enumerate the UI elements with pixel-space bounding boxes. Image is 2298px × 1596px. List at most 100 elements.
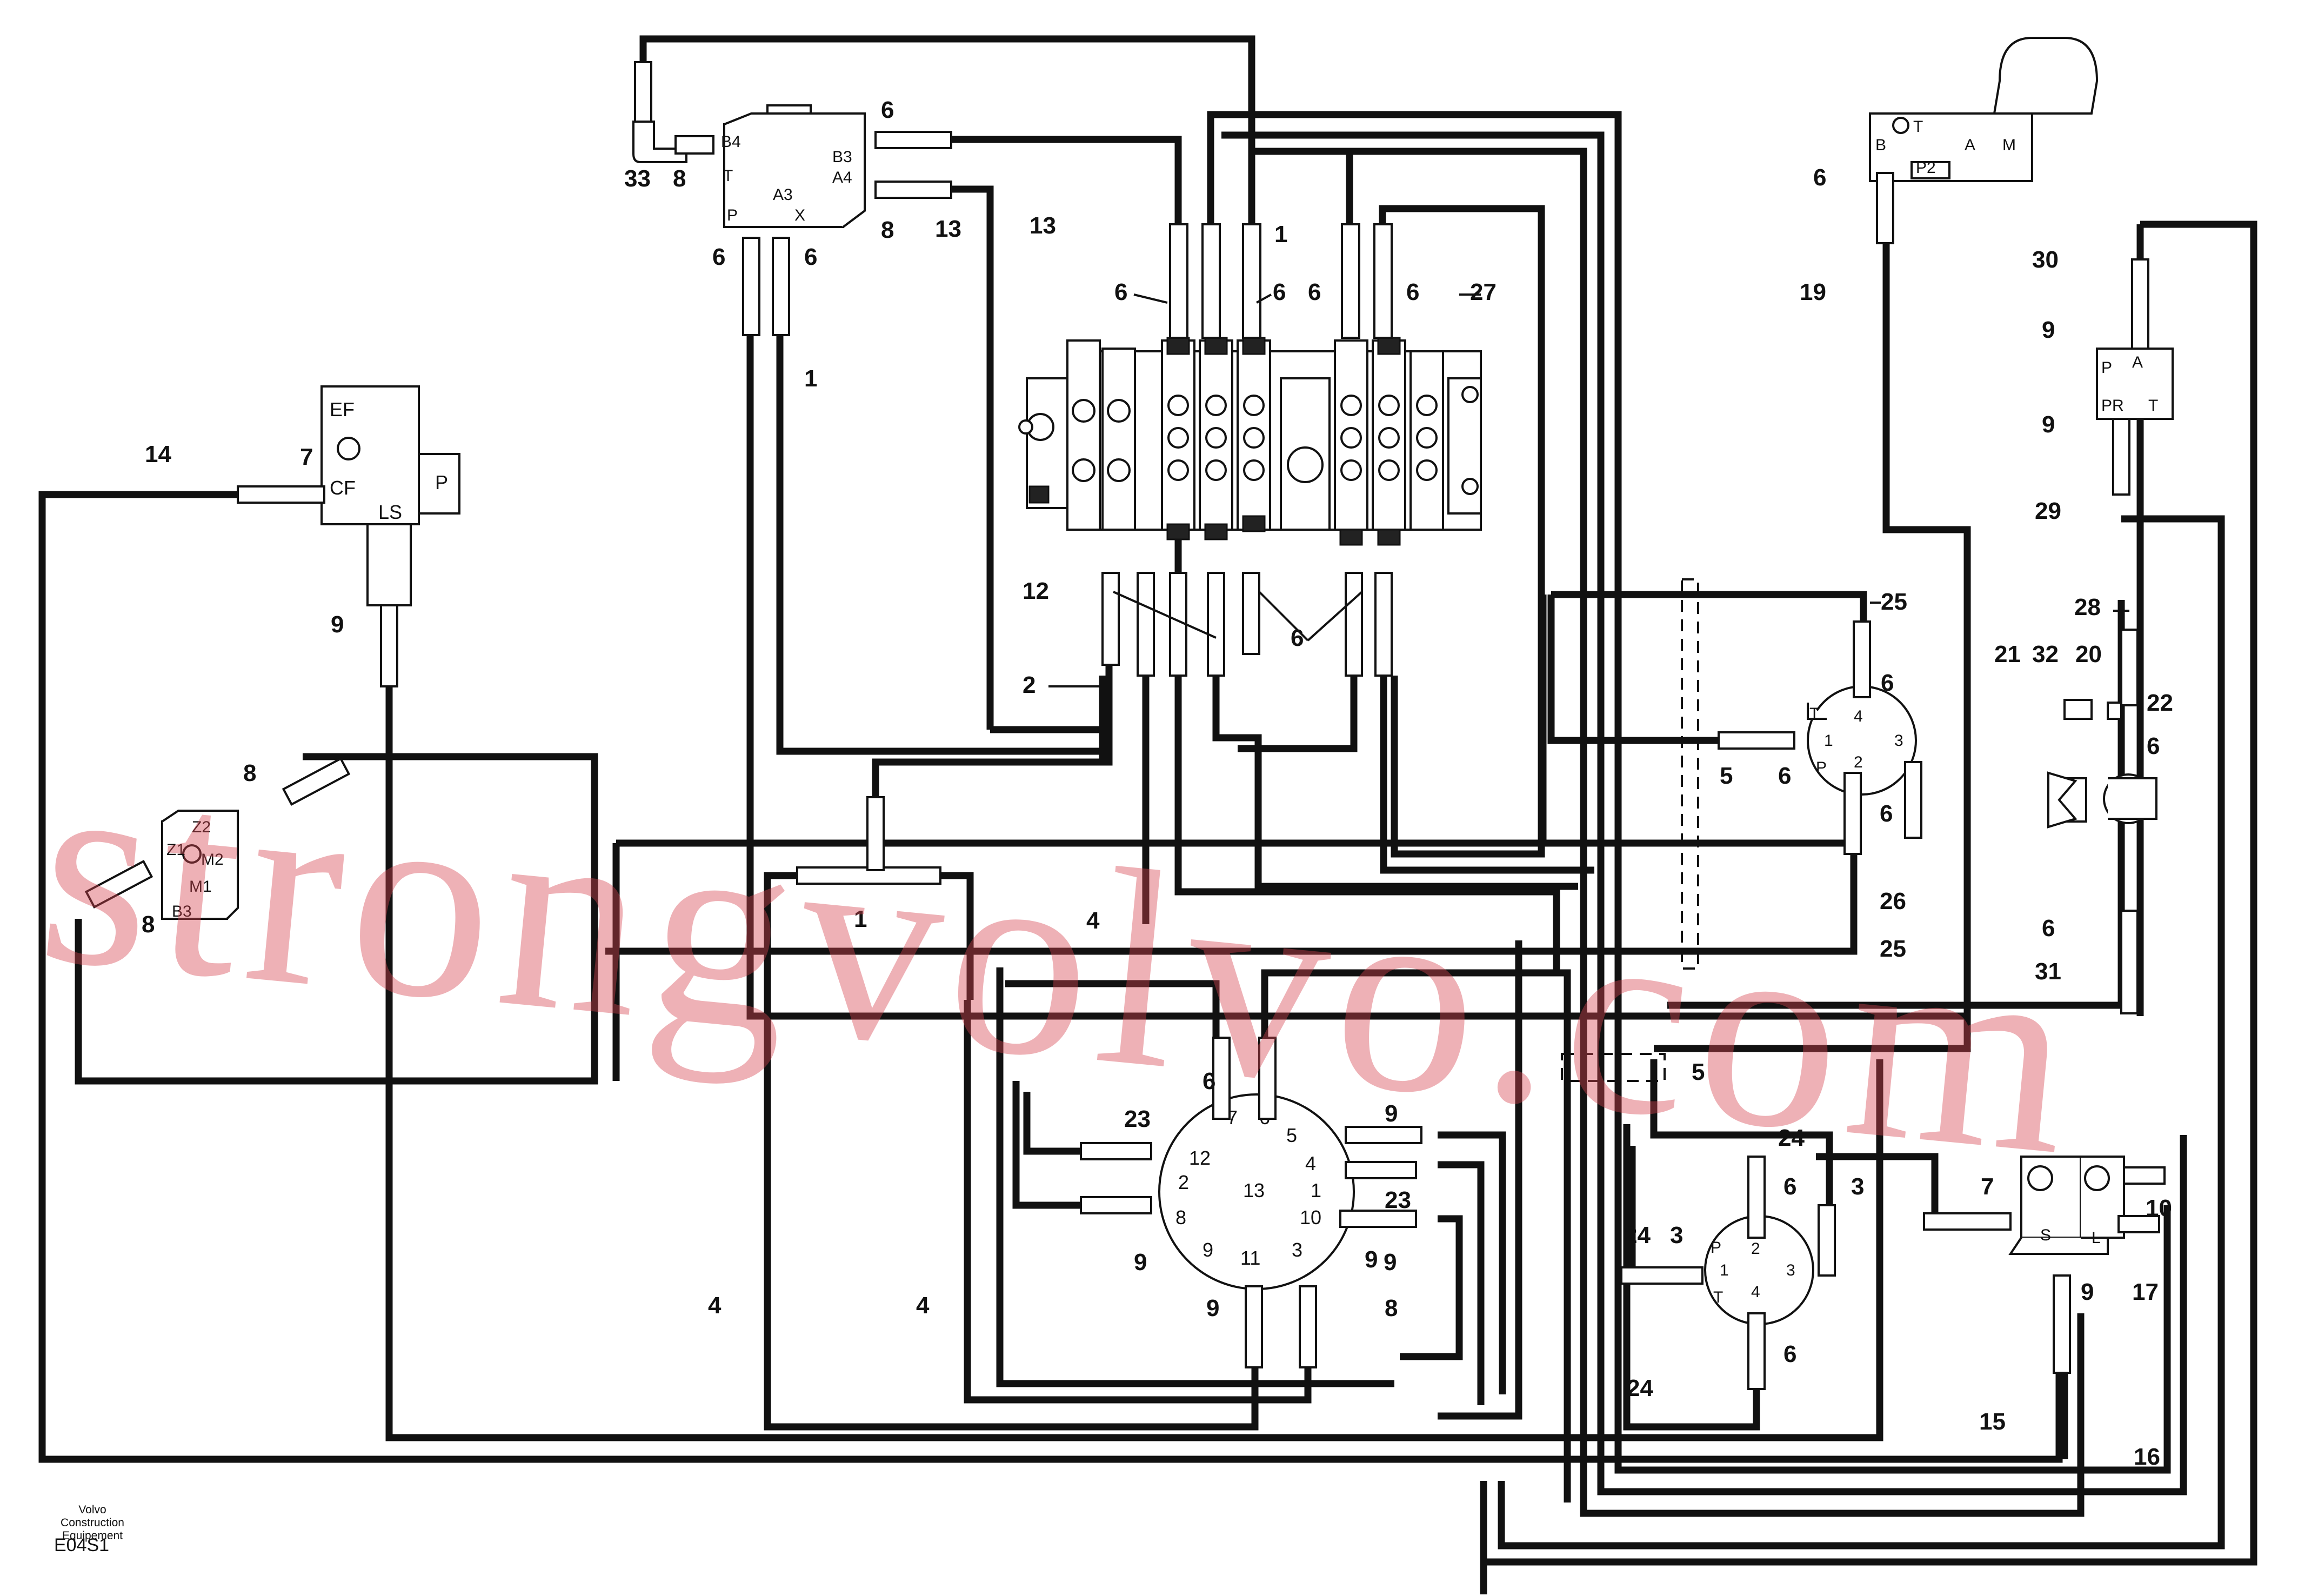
callout-6: 6: [1778, 763, 1791, 789]
motor-port: 3: [1894, 732, 1903, 750]
item-callouts: 33 8 6 8 13 13 6 6 1 1 6 6 6 6 27 6 19 3…: [142, 97, 2173, 1470]
port-label: M1: [189, 878, 212, 896]
motor-port: T: [1713, 1288, 1723, 1306]
motor-port: T: [1809, 705, 1819, 723]
port-label: P2: [1916, 159, 1936, 177]
callout-9: 9: [331, 611, 344, 638]
callout-21: 21: [1994, 641, 2021, 667]
pedal-pilot-valve: T B A M P2: [1869, 37, 2099, 182]
shuttle-valve: P A PR T: [2096, 348, 2174, 420]
motor-port: 1: [1824, 732, 1833, 750]
rotary-port: 12: [1189, 1147, 1211, 1169]
callout-9: 9: [1385, 1100, 1398, 1127]
callout-27: 27: [1470, 279, 1497, 305]
callout-12: 12: [1023, 578, 1049, 604]
callout-2: 2: [1023, 672, 1036, 698]
callout-13: 13: [935, 216, 961, 242]
pilot-valve-block: B4 T B3 A4 A3 P X: [721, 104, 866, 228]
callout-32: 32: [2032, 641, 2059, 667]
tee-fitting: [796, 796, 941, 885]
port-label: B4: [721, 133, 741, 151]
callout-1: 1: [804, 365, 817, 392]
callout-8: 8: [673, 165, 686, 192]
port-label: PR: [2101, 397, 2124, 415]
port-label: A3: [773, 186, 793, 204]
callout-15: 15: [1979, 1408, 2006, 1435]
callout-7: 7: [300, 444, 313, 470]
port-label: P: [435, 471, 448, 493]
callout-14: 14: [145, 441, 171, 468]
callout-23: 23: [1124, 1106, 1151, 1132]
callout-9: 9: [2042, 317, 2055, 343]
publisher-line: Equipement: [62, 1530, 123, 1542]
callout-8: 8: [881, 217, 894, 243]
port-label: CF: [330, 477, 356, 499]
callout-31: 31: [2035, 958, 2061, 985]
callout-29: 29: [2035, 498, 2061, 524]
motor-port: P: [1711, 1239, 1721, 1257]
motor-port: 2: [1751, 1240, 1760, 1258]
rotary-port: 9: [1203, 1239, 1213, 1261]
motor-port: 4: [1854, 707, 1863, 725]
port-label: M: [2002, 136, 2016, 154]
callout-6: 6: [1406, 279, 1419, 305]
callout-6: 6: [1203, 1068, 1215, 1094]
motor-port: 2: [1854, 753, 1863, 771]
motor-port: P: [1816, 759, 1827, 777]
travel-motor-a: T 4 1 3 2 P: [1807, 685, 1917, 796]
frame-boundary: [1561, 1053, 1666, 1082]
rotary-port: 10: [1300, 1206, 1321, 1228]
callout-6: 6: [1273, 279, 1286, 305]
callout-8: 8: [243, 760, 256, 786]
port-label: B3: [172, 903, 192, 920]
callout-4: 4: [1086, 907, 1100, 934]
callout-1: 1: [854, 906, 867, 932]
port-label: B3: [832, 148, 852, 166]
callout-6: 6: [1783, 1173, 1796, 1200]
callout-30: 30: [2032, 246, 2059, 273]
callout-9: 9: [1206, 1295, 1219, 1321]
callout-6: 6: [804, 244, 817, 270]
port-label: A: [2132, 353, 2143, 371]
callout-6: 6: [1881, 670, 1894, 696]
callout-3: 3: [1851, 1173, 1864, 1200]
travel-motor-b: P 2 1 3 4 T: [1704, 1215, 1814, 1325]
callout-7: 7: [1981, 1173, 1994, 1200]
callout-5: 5: [1692, 1059, 1705, 1085]
callout-9: 9: [2042, 411, 2055, 438]
port-label: T: [723, 167, 733, 185]
motor-port: 4: [1751, 1283, 1760, 1301]
callout-33: 33: [624, 165, 651, 192]
callout-28: 28: [2074, 594, 2101, 620]
callout-16: 16: [2134, 1444, 2160, 1470]
port-label: Z2: [192, 818, 211, 836]
pump-regulator: EF CF LS P: [320, 385, 460, 606]
rotary-port: 8: [1175, 1206, 1186, 1228]
rotary-port: 11: [1240, 1247, 1260, 1269]
rotary-port: 5: [1286, 1124, 1297, 1146]
callout-4: 4: [916, 1292, 930, 1319]
callout-9: 9: [1134, 1249, 1147, 1276]
callout-24: 24: [1778, 1125, 1805, 1151]
port-label: T: [1913, 118, 1923, 136]
callout-4: 4: [708, 1292, 722, 1319]
callout-23: 23: [1385, 1187, 1411, 1213]
callout-17: 17: [2132, 1279, 2159, 1305]
callout-6: 6: [881, 97, 894, 123]
swing-motor: [2047, 699, 2157, 829]
port-label: LS: [378, 501, 402, 523]
rotary-port: 4: [1305, 1152, 1316, 1174]
port-label: M2: [201, 851, 224, 869]
callout-6: 6: [1114, 279, 1127, 305]
callout-6: 6: [2042, 915, 2055, 941]
fittings: [84, 61, 2166, 1390]
rotary-port: 1: [1311, 1179, 1321, 1201]
callout-6: 6: [712, 244, 725, 270]
callout-24: 24: [1627, 1375, 1653, 1401]
frame-boundary: [1681, 578, 1699, 970]
callout-25: 25: [1881, 589, 1907, 615]
callout-6: 6: [1308, 279, 1321, 305]
callout-19: 19: [1800, 279, 1826, 305]
callout-13: 13: [1030, 212, 1056, 239]
